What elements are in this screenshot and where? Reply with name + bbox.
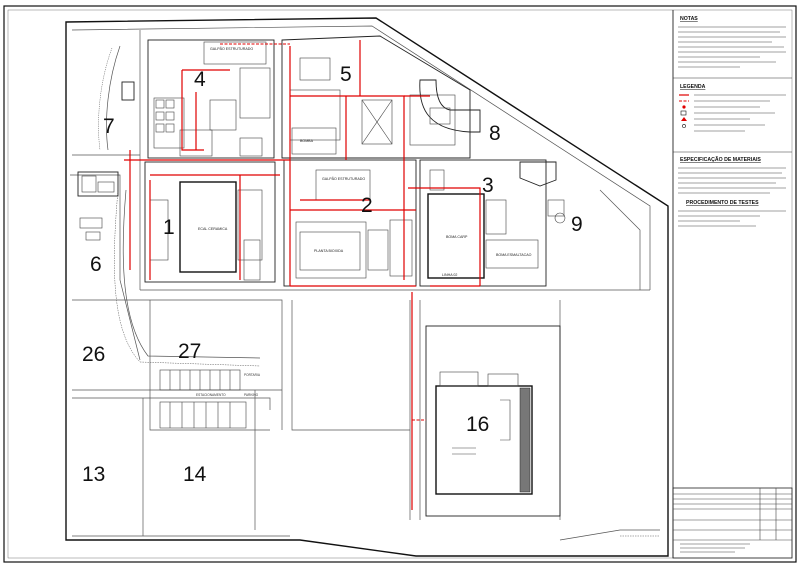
zone-label-27: 27 <box>178 340 201 363</box>
tests-section: PROCEDIMENTO DE TESTES <box>678 200 786 227</box>
zone-label-14: 14 <box>183 463 207 486</box>
sheet-border <box>3 5 797 563</box>
building-zone-5: BOMBA <box>281 35 471 159</box>
zone-label-3: 3 <box>482 174 494 197</box>
label-portaria: PORTARIA <box>244 373 261 377</box>
label-estacionamento: ESTACIONAMENTO <box>196 393 226 397</box>
label-bomba-5: BOMBA <box>300 139 314 143</box>
site-boundary <box>65 17 669 557</box>
zone-label-1: 1 <box>163 216 175 239</box>
red-network <box>124 40 481 510</box>
label-planta: PLANTA BIOXIDA <box>314 249 344 253</box>
zone-label-5: 5 <box>340 63 352 86</box>
legend-section: LEGENDA <box>679 84 786 132</box>
building-zone-6 <box>77 171 119 241</box>
parking-zone-27: PORTARIA ESTACIONAMENTO PARKING <box>159 369 261 429</box>
materials-title: ESPECIFICAÇÃO DE MATERIAIS <box>680 156 761 163</box>
legend-title: LEGENDA <box>680 84 706 90</box>
label-galpao-2: GALPÃO ESTRUTURADO <box>322 176 365 181</box>
info-panel: NOTAS LEGENDA <box>672 10 793 559</box>
label-boma-carp: BOMA CARP <box>446 235 468 239</box>
materials-section: ESPECIFICAÇÃO DE MATERIAIS <box>678 156 786 194</box>
curved-access-road-edge <box>122 189 261 359</box>
site-plan: GALPÃO ESTRUTURADO BOMBA <box>65 17 669 557</box>
building-zone-9 <box>519 161 566 224</box>
label-linha-02: LINHA 02 <box>442 273 457 277</box>
label-ecal: ECAL CERAMICA <box>198 227 228 231</box>
zone-label-8: 8 <box>489 122 501 145</box>
building-zone-4: GALPÃO ESTRUTURADO <box>147 39 275 159</box>
title-block <box>672 487 793 559</box>
notes-title: NOTAS <box>680 16 698 22</box>
zone-7-slope <box>98 47 113 151</box>
sheet-inner-border <box>7 9 793 559</box>
label-boma-esmaltacao: BOMA ESMALTACAO <box>496 253 532 257</box>
zone-numbers: 1 2 3 4 5 6 7 8 9 13 14 16 26 27 <box>82 63 583 486</box>
tests-title: PROCEDIMENTO DE TESTES <box>686 200 759 206</box>
building-zone-8 <box>419 79 481 133</box>
zone-label-9: 9 <box>571 213 583 236</box>
zone-label-7: 7 <box>103 115 115 138</box>
south-access-road <box>559 529 660 541</box>
building-zone-16 <box>425 325 561 517</box>
label-galpao-4: GALPÃO ESTRUTURADO <box>210 46 253 51</box>
zone-label-26: 26 <box>82 343 105 366</box>
building-zone-2: GALPÃO ESTRUTURADO PLANTA BIOXIDA <box>283 159 417 287</box>
building-zone-7 <box>121 81 135 101</box>
zone-label-4: 4 <box>194 68 206 91</box>
label-parking: PARKING <box>244 393 259 397</box>
notes-section: NOTAS <box>678 16 786 68</box>
building-zone-3: BOMA CARP LINHA 02 BOMA ESMALTACAO <box>419 159 547 287</box>
zone-label-13: 13 <box>82 463 105 486</box>
zone-label-16: 16 <box>466 413 489 436</box>
zone-label-6: 6 <box>90 253 102 276</box>
zone-label-2: 2 <box>361 194 373 217</box>
road-network <box>70 25 651 537</box>
building-zone-1: ECAL CERAMICA <box>144 161 276 283</box>
